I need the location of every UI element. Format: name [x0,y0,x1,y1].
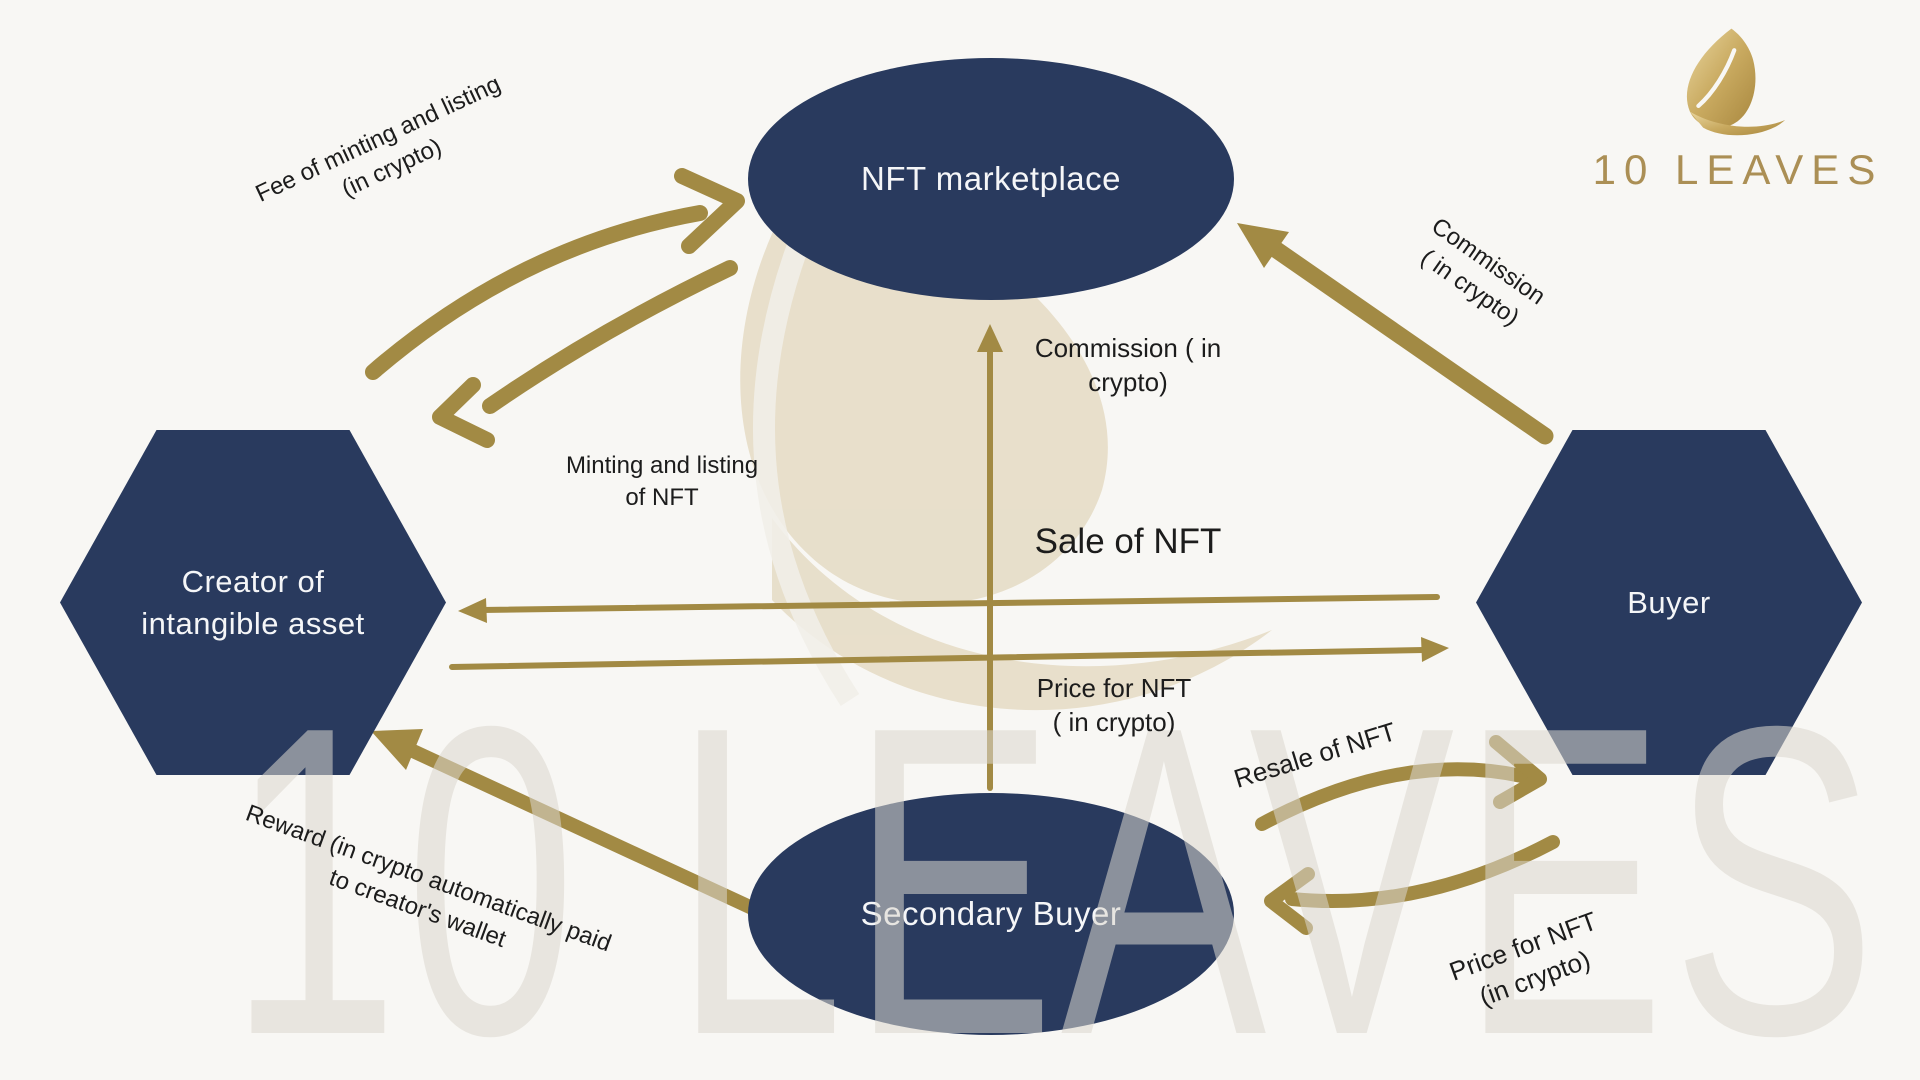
arrow-fee-creator-to-marketplace [365,168,745,380]
edge-label-reward: Reward (in crypto automatically paid to … [242,799,615,958]
node-buyer-label: Buyer [1627,584,1711,620]
node-creator[interactable]: Creator of intangible asset [60,430,446,775]
edge-label-sale-of-nft: Sale of NFT [1034,522,1222,561]
node-creator-label: Creator of intangible asset [141,563,365,641]
arrow-price-for-nft [449,637,1449,670]
edge-label-price-for-nft: Price for NFT ( in crypto) [1036,673,1192,738]
node-nft-marketplace[interactable]: NFT marketplace [748,58,1234,300]
arrow-price-buyer-to-secondary [1264,835,1560,935]
edge-label-price-resale: Price for NFT (in crypto) [1445,905,1601,1013]
logo-brand-text: 10 LEAVES [1592,146,1884,193]
node-secondary-buyer[interactable]: Secondary Buyer [748,793,1234,1035]
ten-leaves-logo: 10 LEAVES [1582,26,1894,194]
node-secondary-buyer-label: Secondary Buyer [860,894,1122,932]
edge-label-minting: Minting and listing of NFT [565,452,759,511]
node-buyer[interactable]: Buyer [1476,430,1862,775]
node-nft-marketplace-label: NFT marketplace [861,159,1121,197]
edge-label-commission-buyer: Commission ( in crypto) [1415,212,1551,331]
arrow-marketplace-to-creator-minting [432,260,738,448]
edge-label-fee: Fee of minting and listing (in crypto) [251,70,505,208]
edge-label-commission-sale: Commission ( in crypto) [1034,333,1222,398]
leaf-icon [1686,28,1786,136]
arrow-sale-of-nft [458,594,1440,623]
